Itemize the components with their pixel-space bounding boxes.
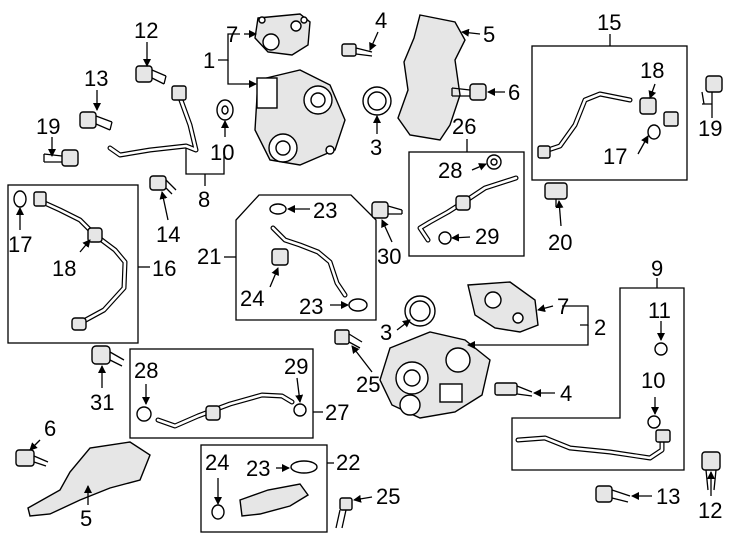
- turbo-actuator-lower: [467, 281, 539, 333]
- callout-15: 15: [597, 10, 621, 35]
- washer-10-upper: [216, 99, 234, 121]
- stud-25-middle: [334, 329, 363, 349]
- heat-shield-lower: [27, 441, 151, 517]
- callout-14: 14: [156, 222, 180, 247]
- callout-19-right: 19: [698, 116, 722, 141]
- callout-16: 16: [152, 256, 176, 281]
- callout-25-middle: 25: [356, 372, 380, 397]
- stud-25-lower: [335, 497, 353, 529]
- callout-8: 8: [198, 187, 210, 212]
- oxygen-sensor-16: [13, 190, 128, 331]
- callout-31: 31: [90, 390, 114, 415]
- callout-18-left: 18: [52, 256, 76, 281]
- callout-5-lower: 5: [80, 506, 92, 531]
- callout-19-left: 19: [36, 114, 60, 139]
- gasket-upper: [362, 86, 392, 116]
- callout-1: 1: [203, 48, 215, 73]
- oil-line-26: [417, 154, 519, 245]
- bolt-13-lower: [595, 485, 631, 503]
- group-box-16: [7, 184, 139, 344]
- stud-4-lower: [494, 382, 533, 397]
- group-box-21: [235, 194, 377, 321]
- group-box-9: [511, 287, 685, 471]
- callout-23-mid: 23: [299, 294, 323, 319]
- callout-11: 11: [648, 298, 671, 323]
- callout-13-upper: 13: [84, 66, 108, 91]
- sensor-20: [544, 182, 568, 207]
- callout-24-lower: 24: [205, 450, 229, 475]
- callout-28-upper: 28: [438, 158, 462, 183]
- callout-24-upper: 24: [240, 286, 264, 311]
- leader-lines: [16, 28, 715, 505]
- callout-25-lower: 25: [376, 484, 400, 509]
- callout-29-upper: 29: [475, 224, 499, 249]
- turbo-actuator-upper: [254, 13, 311, 56]
- callout-23-lower: 23: [246, 456, 270, 481]
- callout-10-lower: 10: [641, 368, 665, 393]
- bolt-12-lower: [701, 451, 721, 491]
- bolt-12-upper: [135, 65, 167, 85]
- group-box-27: [129, 348, 314, 439]
- callout-23-upper: 23: [313, 198, 337, 223]
- callout-29-lower: 29: [284, 354, 308, 379]
- callout-22: 22: [336, 450, 360, 475]
- callout-17-right: 17: [603, 144, 627, 169]
- bolt-6-lower: [15, 449, 49, 467]
- oil-line-8: [107, 85, 199, 158]
- callout-13-lower: 13: [656, 484, 680, 509]
- gasket-lower: [404, 295, 436, 327]
- group-box-22: [200, 444, 328, 533]
- callout-12-upper: 12: [134, 18, 158, 43]
- callout-4-lower: 4: [560, 381, 572, 406]
- fitting-14: [149, 175, 177, 195]
- oil-line-9: [515, 342, 671, 461]
- bolt-19-right: [701, 75, 723, 105]
- callout-2: 2: [594, 315, 606, 340]
- callout-10-upper: 10: [210, 140, 234, 165]
- bolt-13-upper: [79, 111, 113, 131]
- turbocharger-upper: [254, 69, 346, 166]
- callout-27: 27: [325, 400, 349, 425]
- coolant-line-21: [269, 203, 368, 312]
- bolt-19-left: [43, 149, 79, 167]
- stud-31: [91, 345, 125, 367]
- callout-17-left: 17: [8, 232, 32, 257]
- callout-7-upper: 7: [226, 22, 238, 47]
- callout-5-upper: 5: [483, 22, 495, 47]
- coolant-line-27: [136, 392, 307, 429]
- bracket-22: [211, 460, 318, 520]
- callout-28-lower: 28: [134, 358, 158, 383]
- callout-26: 26: [452, 114, 476, 139]
- callout-3-upper: 3: [370, 135, 382, 160]
- stud-4-upper: [341, 43, 373, 57]
- callout-7-lower: 7: [557, 294, 569, 319]
- callout-9: 9: [651, 256, 663, 281]
- bolt-30: [371, 201, 403, 219]
- turbocharger-lower: [379, 331, 491, 419]
- callout-18-right: 18: [640, 58, 664, 83]
- callout-4-upper: 4: [375, 8, 387, 33]
- callout-30: 30: [377, 244, 401, 269]
- callout-3-lower: 3: [380, 320, 392, 345]
- heat-shield-upper: [397, 14, 466, 141]
- callout-6-lower: 6: [44, 416, 56, 441]
- callout-20: 20: [548, 230, 572, 255]
- callout-6-upper: 6: [508, 80, 520, 105]
- callout-12-lower: 12: [698, 498, 722, 523]
- callout-21: 21: [197, 244, 221, 269]
- bolt-6-upper: [451, 83, 487, 101]
- oxygen-sensor-15: [537, 91, 679, 159]
